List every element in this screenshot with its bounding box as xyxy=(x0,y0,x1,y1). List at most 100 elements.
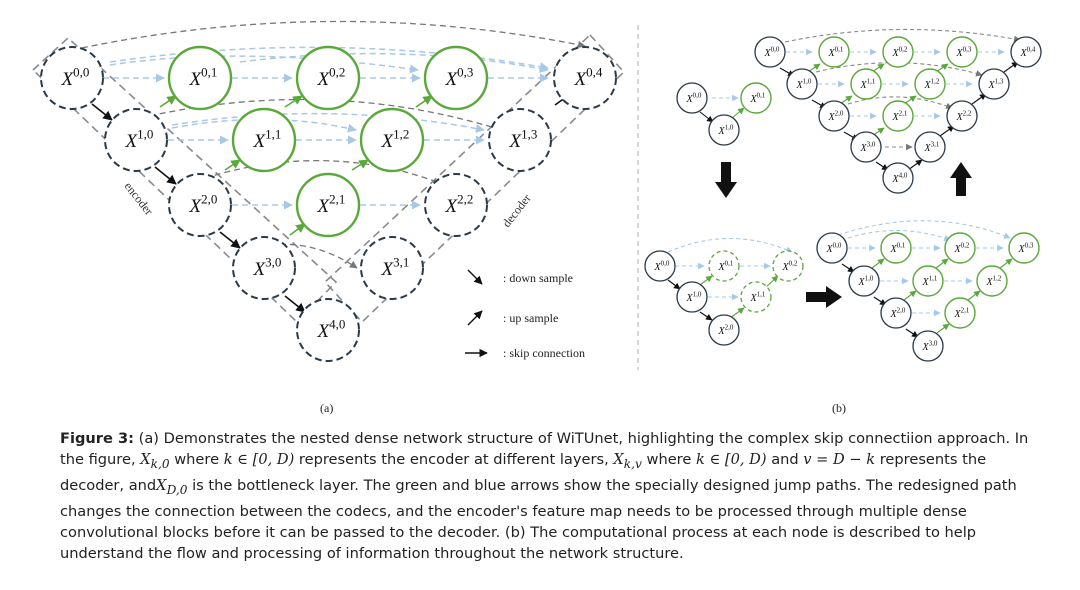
node-label: X2,0 xyxy=(828,109,844,123)
panel-a-label: (a) xyxy=(320,401,333,415)
node-x-2-0: X2,0 xyxy=(168,173,232,237)
stage-down-arrow xyxy=(715,162,737,198)
node-label: X0,4 xyxy=(1020,45,1036,59)
node-x-1-0: X1,0 xyxy=(104,108,168,172)
caption-math-3-base: X xyxy=(613,451,624,468)
caption-part-5: and xyxy=(766,451,804,468)
node-circle xyxy=(754,36,786,68)
caption-part-1: (a) Demonstrates the nested dense networ… xyxy=(60,430,1029,468)
node-label: X2,0 xyxy=(890,306,906,320)
node-label: X1,0 xyxy=(858,274,874,288)
caption-math-2: k ∈ [0, D) xyxy=(223,451,295,468)
node-x-0-0: X0,0 xyxy=(754,36,786,68)
node-x-0-3: X0,3 xyxy=(1008,232,1040,264)
node-label: X0,1 xyxy=(718,259,734,273)
node-x-1-3: X1,3 xyxy=(978,68,1010,100)
node-x-2-1: X2,1 xyxy=(295,172,361,238)
node-label: X1,1 xyxy=(750,290,766,304)
node-label: X1,2 xyxy=(924,77,940,91)
node-circle xyxy=(231,107,297,173)
node-label: X0,3 xyxy=(1018,241,1034,255)
node-circle xyxy=(850,131,882,163)
caption-math-6-sub: D,0 xyxy=(166,482,188,497)
decoder-label: decoder xyxy=(499,191,533,230)
node-circle xyxy=(424,173,488,237)
node-label: X0,0 xyxy=(764,45,780,59)
figure-3: encoder decoder xyxy=(31,20,1042,415)
node-x-3-1: X3,1 xyxy=(360,236,424,300)
node-label: X0,0 xyxy=(654,259,670,273)
node-circle xyxy=(423,45,489,111)
node-label: X4,0 xyxy=(317,317,346,343)
panel-b-label: (b) xyxy=(832,401,846,415)
node-circle xyxy=(914,68,946,100)
node-label: X1,0 xyxy=(796,77,812,91)
node-x-0-1: X0,1 xyxy=(880,232,912,264)
node-x-4-0: X4,0 xyxy=(882,162,914,194)
node-label: X1,2 xyxy=(381,127,410,153)
node-circle xyxy=(882,100,914,132)
node-label: X3,1 xyxy=(381,255,410,281)
legend: : down sample : up sample : skip connect… xyxy=(465,269,585,360)
node-circle xyxy=(1008,232,1040,264)
node-label: X0,2 xyxy=(317,65,346,91)
node-label: X0,1 xyxy=(750,91,766,105)
node-circle xyxy=(740,281,772,313)
node-x-1-2: X1,2 xyxy=(914,68,946,100)
caption-math-6-base: X xyxy=(156,476,167,494)
figure-caption: Figure 3: (a) Demonstrates the nested de… xyxy=(60,428,1045,564)
node-circle xyxy=(818,36,850,68)
node-circle xyxy=(912,265,944,297)
node-label: X1,1 xyxy=(253,127,282,153)
node-label: X2,1 xyxy=(892,109,908,123)
node-x-1-1: X1,1 xyxy=(740,281,772,313)
node-label: X2,0 xyxy=(189,192,218,218)
node-circle xyxy=(944,232,976,264)
node-circle xyxy=(359,107,425,173)
node-label: X1,0 xyxy=(686,290,702,304)
node-circle xyxy=(708,250,740,282)
node-circle xyxy=(295,45,361,111)
node-x-1-1: X1,1 xyxy=(912,265,944,297)
node-x-2-0: X2,0 xyxy=(818,100,850,132)
node-x-0-3: X0,3 xyxy=(423,45,489,111)
node-label: X0,1 xyxy=(189,65,218,91)
caption-math-1-base: X xyxy=(140,451,151,468)
node-x-0-2: X0,2 xyxy=(882,36,914,68)
caption-part-4: where xyxy=(641,451,696,468)
node-x-1-0: X1,0 xyxy=(676,281,708,313)
node-label: X0,0 xyxy=(826,241,842,255)
node-label: X2,1 xyxy=(317,192,346,218)
node-label: X1,1 xyxy=(922,274,938,288)
green-up-arrows xyxy=(159,95,433,236)
node-circle xyxy=(488,108,552,172)
node-x-2-2: X2,2 xyxy=(946,100,978,132)
legend-down-arrow xyxy=(467,269,483,285)
node-label: X0,0 xyxy=(61,65,90,91)
node-circle xyxy=(167,45,233,111)
decoder-band xyxy=(323,33,626,324)
node-label: X4,0 xyxy=(892,171,908,185)
node-circle xyxy=(786,68,818,100)
node-x-3-0: X3,0 xyxy=(232,236,296,300)
figure-label: Figure 3: xyxy=(60,430,134,447)
node-label: X0,4 xyxy=(574,65,603,91)
node-x-0-0: X0,0 xyxy=(644,250,676,282)
node-circle xyxy=(772,250,804,282)
node-x-0-0: X0,0 xyxy=(40,46,104,110)
node-x-0-2: X0,2 xyxy=(772,250,804,282)
node-label: X0,0 xyxy=(686,91,702,105)
node-circle xyxy=(816,232,848,264)
node-x-0-2: X0,2 xyxy=(944,232,976,264)
node-label: X0,1 xyxy=(828,45,844,59)
node-circle xyxy=(914,131,946,163)
node-x-3-1: X3,1 xyxy=(914,131,946,163)
node-x-0-0: X0,0 xyxy=(816,232,848,264)
node-circle xyxy=(40,46,104,110)
encoder-label: encoder xyxy=(122,179,156,218)
node-circle xyxy=(880,232,912,264)
node-x-0-0: X0,0 xyxy=(676,82,708,114)
